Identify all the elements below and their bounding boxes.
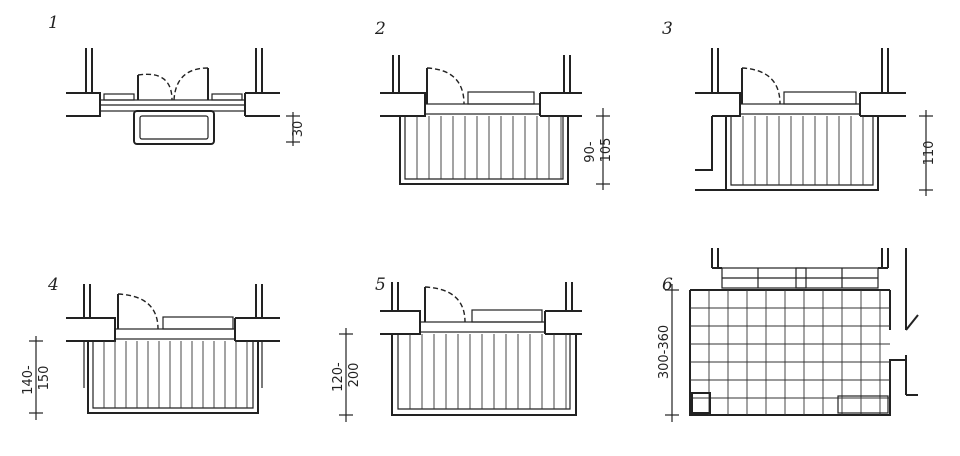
balcony-floor-5 bbox=[391, 334, 577, 416]
dimension-line-4: 140- 150 bbox=[21, 336, 52, 420]
dimension-label-5: 120- 200 bbox=[331, 358, 362, 392]
figure-number-2: 2 bbox=[374, 19, 386, 39]
balcony-floor-4 bbox=[87, 341, 259, 414]
figure-number-3: 3 bbox=[662, 19, 673, 39]
dimension-label-4: 140- 150 bbox=[21, 361, 52, 395]
wall-5 bbox=[380, 282, 582, 335]
window-frame-6 bbox=[721, 267, 879, 289]
figure-3: 3 110 bbox=[662, 19, 937, 196]
dimension-line-2: 90- 105 bbox=[583, 108, 614, 190]
door-swing-2 bbox=[426, 67, 465, 105]
dimension-line-6: 300-360 bbox=[657, 284, 679, 422]
figure-number-4: 4 bbox=[47, 275, 59, 295]
window-frame-4 bbox=[114, 316, 236, 340]
dimension-label-5-line-2: 200 bbox=[347, 363, 362, 388]
door-swing-5 bbox=[424, 286, 466, 323]
dimension-line-3: 110 bbox=[919, 110, 937, 196]
dimension-label-5-line-1: 120- bbox=[331, 362, 346, 392]
figure-number-1: 1 bbox=[48, 13, 59, 33]
flower-box-1 bbox=[133, 110, 215, 145]
dimension-line-1: 30 bbox=[286, 112, 306, 146]
door-swing-4 bbox=[117, 293, 159, 330]
wall-2 bbox=[380, 55, 582, 117]
dimension-label-4-line-1: 140- bbox=[21, 365, 36, 395]
figure-number-5: 5 bbox=[375, 275, 386, 295]
balcony-floor-2 bbox=[399, 116, 569, 185]
wall-4 bbox=[66, 284, 280, 388]
wall-1 bbox=[66, 48, 280, 117]
figure-4: 4 140- bbox=[21, 275, 280, 420]
door-swing-1 bbox=[137, 67, 209, 101]
dimension-label-3: 110 bbox=[922, 141, 937, 166]
dimension-label-4-line-2: 150 bbox=[37, 366, 52, 391]
dimension-line-5: 120- 200 bbox=[331, 328, 362, 422]
dimension-label-6: 300-360 bbox=[657, 325, 672, 379]
window-frame-1 bbox=[99, 93, 246, 112]
wall-6 bbox=[711, 248, 919, 396]
window-frame-2 bbox=[424, 91, 541, 115]
door-swing-3 bbox=[741, 67, 781, 105]
figure-5: 5 120- 200 bbox=[331, 275, 582, 422]
figure-number-6: 6 bbox=[662, 275, 673, 295]
dimension-label-2-line-1: 90- bbox=[583, 141, 598, 163]
figure-1: 1 30 bbox=[48, 13, 306, 146]
window-frame-5 bbox=[419, 309, 546, 333]
balcony-floor-3 bbox=[725, 116, 879, 191]
figure-2: 2 90- 105 bbox=[374, 19, 614, 190]
dimension-label-2-line-2: 105 bbox=[599, 138, 614, 163]
wall-3 bbox=[695, 48, 906, 191]
dimension-label-2: 90- 105 bbox=[583, 137, 614, 162]
window-frame-3 bbox=[739, 91, 861, 115]
dimension-label-1: 30 bbox=[291, 121, 306, 138]
figure-6: 6 300 bbox=[657, 248, 919, 422]
room-floor-6 bbox=[689, 289, 906, 416]
